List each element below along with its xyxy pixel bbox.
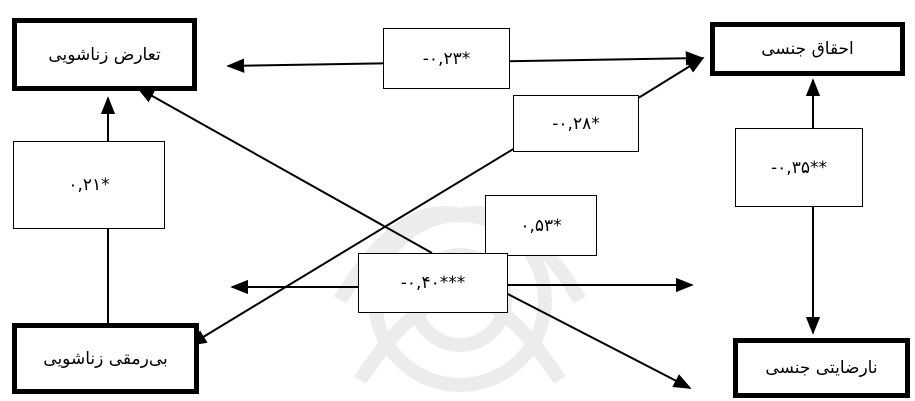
coef-extra: ۰,۵۳*	[485, 195, 597, 256]
coef-burnout-conflict: ۰,۲۱*	[13, 141, 165, 229]
node-sexual-dissatisfaction: نارضایتی جنسی	[733, 338, 910, 398]
node-sexual-entitlement: احقاق جنسی	[710, 22, 905, 76]
coef-conflict-dissatisfaction: -۰,۴۰***	[358, 253, 508, 313]
node-marital-conflict: تعارض زناشویی	[12, 18, 197, 91]
coef-conflict-entitlement: -۰,۲۳*	[383, 28, 510, 89]
coef-entitlement-dissatisfaction: -۰,۳۵**	[735, 128, 863, 207]
arrow-conflict-dissatisfaction	[136, 87, 433, 254]
arrow-conflict-dissatisfaction-tail	[499, 289, 692, 389]
coef-burnout-entitlement: -۰,۲۸*	[513, 95, 639, 152]
node-marital-burnout: بی‌رمقی زناشویی	[12, 323, 199, 394]
